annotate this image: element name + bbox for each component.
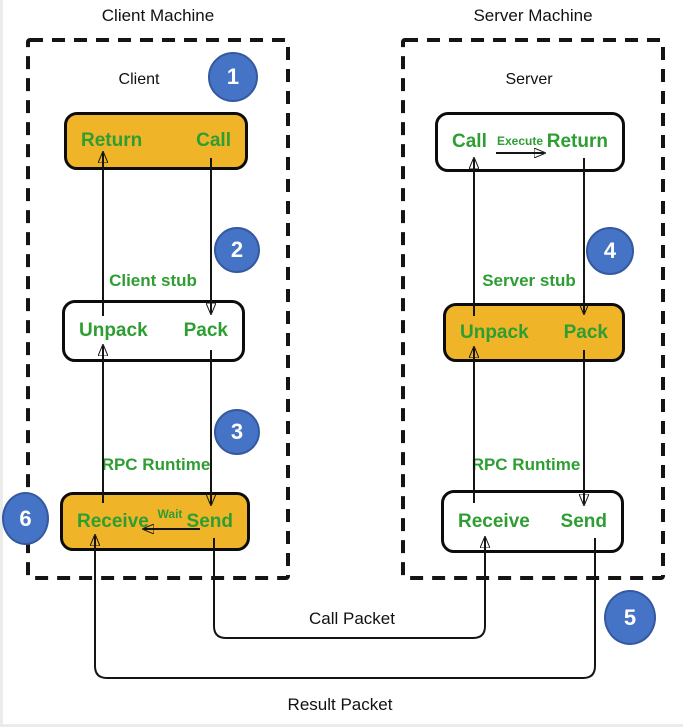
- server-send-label: Send: [560, 510, 607, 532]
- server-call-label: Call: [452, 131, 487, 152]
- server-receive-label: Receive: [458, 510, 530, 532]
- step-badge-5: 5: [604, 590, 656, 645]
- call-packet-label: Call Packet: [309, 609, 395, 628]
- client-pack-label: Pack: [183, 320, 228, 341]
- client-return-label: Return: [81, 130, 143, 151]
- step-badge-4: 4: [586, 227, 634, 275]
- client-receive-label: Receive: [77, 510, 149, 532]
- wait-label: Wait: [157, 507, 183, 521]
- client-stub-title: Client stub: [109, 271, 197, 290]
- left-edge-strip: [0, 0, 3, 727]
- client-machine-title: Client Machine: [101, 6, 215, 25]
- step-badge-3: 3: [214, 409, 260, 455]
- client-runtime-box: Receive Send: [60, 492, 250, 551]
- client-app-box: Return Call: [64, 112, 248, 170]
- server-machine-title: Server Machine: [473, 6, 593, 25]
- client-unpack-label: Unpack: [79, 320, 148, 341]
- server-runtime-title: RPC Runtime: [471, 455, 581, 474]
- client-call-label: Call: [196, 130, 231, 151]
- execute-label: Execute: [496, 134, 544, 148]
- server-layer-title: Server: [505, 71, 553, 88]
- result-packet-label: Result Packet: [287, 695, 393, 714]
- server-pack-label: Pack: [563, 321, 608, 343]
- step-badge-2: 2: [214, 227, 260, 273]
- server-runtime-box: Receive Send: [441, 490, 624, 553]
- server-stub-box: Unpack Pack: [443, 303, 625, 362]
- server-unpack-label: Unpack: [460, 321, 529, 343]
- result-packet-path: [95, 536, 596, 679]
- step-badge-1: 1: [208, 52, 258, 102]
- client-stub-box: Unpack Pack: [62, 300, 245, 362]
- client-runtime-title: RPC Runtime: [101, 455, 211, 474]
- bottom-edge-strip: [0, 724, 683, 727]
- step-badge-6: 6: [2, 492, 49, 545]
- server-return-label: Return: [546, 131, 608, 152]
